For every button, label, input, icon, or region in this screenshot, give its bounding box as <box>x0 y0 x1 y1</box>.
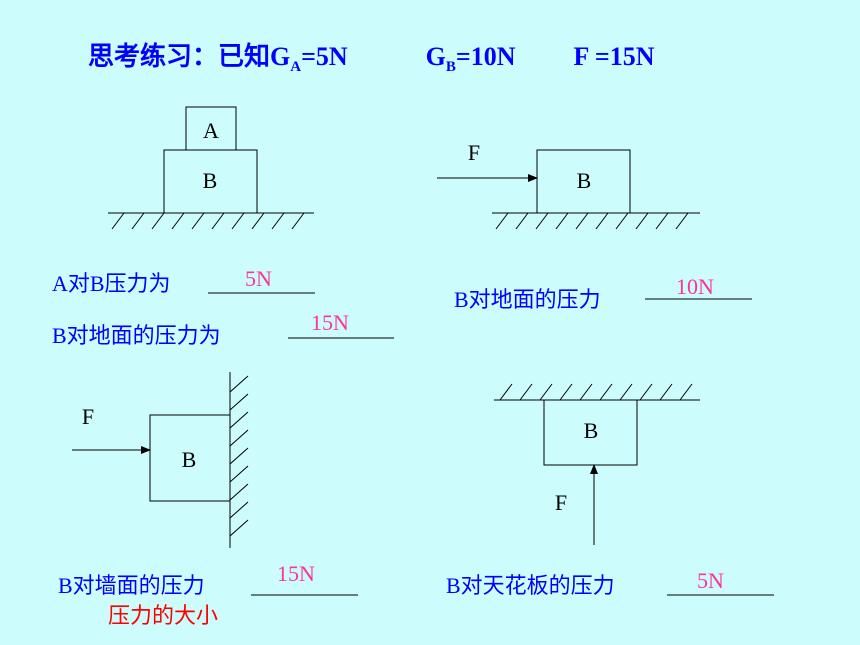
wall-hatching <box>229 375 249 537</box>
question-3: B对地面的压力 <box>454 287 601 312</box>
question-4: B对墙面的压力 <box>58 573 205 598</box>
stacked-blocks-diagram: A B <box>108 106 314 230</box>
title-gb-value: =10N <box>455 42 516 71</box>
answer-3: 10N <box>676 274 714 299</box>
emphasis-note: 压力的大小 <box>108 603 219 628</box>
block-b-label: B <box>182 447 197 472</box>
title-ga-value: =5N <box>301 42 348 71</box>
question-1: A对B压力为 <box>52 271 171 296</box>
answer-5: 5N <box>697 568 724 593</box>
ceiling-hatching <box>499 383 693 401</box>
block-a-label: A <box>203 118 219 143</box>
question-2: B对地面的压力为 <box>52 323 221 348</box>
title-gb: G <box>425 42 446 71</box>
ground-hatching <box>495 212 689 230</box>
horizontal-force-diagram: F B <box>437 140 700 230</box>
ground-hatching <box>111 212 305 230</box>
block-b-label: B <box>584 418 599 443</box>
ceiling-diagram: B F <box>494 383 700 545</box>
title-gb-subscript: B <box>445 59 456 76</box>
wall-diagram: F B <box>72 372 249 548</box>
force-label: F <box>468 140 480 165</box>
force-label: F <box>555 490 567 515</box>
block-b-label: B <box>577 168 592 193</box>
answer-underlines <box>208 292 774 596</box>
force-label: F <box>82 404 94 429</box>
question-5: B对天花板的压力 <box>446 573 615 598</box>
answer-1: 5N <box>245 266 272 291</box>
answer-4: 15N <box>277 561 315 586</box>
block-b-label: B <box>203 168 218 193</box>
answer-2: 15N <box>311 310 349 335</box>
slide-title: 思考练习：已知GA=5N GB=10N F =15N <box>88 36 655 76</box>
title-force: F =15N <box>573 42 655 71</box>
title-prefix: 思考练习：已知G <box>88 42 291 71</box>
title-ga-subscript: A <box>290 59 302 76</box>
